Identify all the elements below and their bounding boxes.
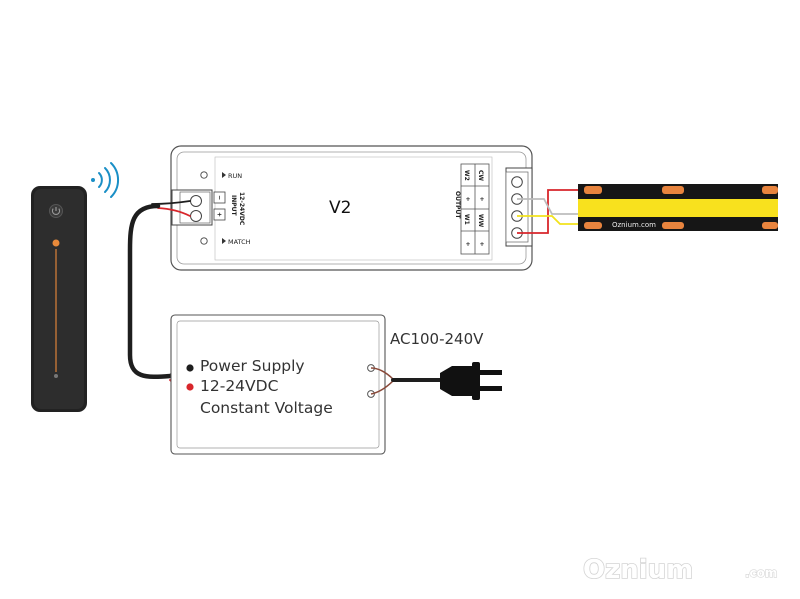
channel-plus-2: +	[479, 196, 484, 203]
input-minus-label: −	[216, 195, 223, 200]
watermark-suffix: .com	[745, 566, 777, 580]
input-screw-icon	[190, 210, 202, 222]
run-label: RUN	[228, 172, 242, 180]
slider-knob-icon	[52, 239, 60, 247]
controller-model: V2	[329, 198, 351, 218]
channel-label-cw: CW	[477, 170, 484, 181]
match-indicator-icon	[222, 238, 226, 244]
input-label: INPUT	[230, 195, 237, 217]
psu-line-2: 12-24VDC	[200, 377, 278, 395]
ac-plug-icon	[370, 362, 502, 400]
psu-positive-terminal-icon	[186, 383, 194, 391]
watermark-main: Oznium	[583, 555, 693, 585]
controller-box: RUN MATCH V2 − + INPUT 12-24VDC OUTPUT W…	[170, 145, 533, 271]
channel-label-w2: W2	[463, 170, 470, 181]
output-wires	[517, 189, 582, 234]
input-voltage-label: 12-24VDC	[238, 192, 245, 226]
wireless-signal-icon	[91, 162, 120, 198]
led-strip-phosphor	[578, 199, 778, 217]
ac-voltage-label: AC100-240V	[390, 330, 484, 348]
watermark-logo: Oznium .com	[582, 554, 778, 586]
match-button-label[interactable]: MATCH	[228, 238, 251, 246]
input-plus-label: +	[216, 212, 223, 217]
remote-control	[31, 186, 87, 412]
channel-plus-4: +	[479, 241, 484, 248]
channel-plus-1: +	[465, 196, 470, 203]
output-label: OUTPUT	[454, 191, 461, 219]
led-strip: Oznium.com	[578, 184, 778, 231]
run-indicator-icon	[222, 172, 226, 178]
strip-brand: Oznium.com	[612, 221, 656, 229]
output-screw-icon	[511, 176, 523, 188]
channel-plus-3: +	[465, 241, 470, 248]
channel-label-w1: W1	[463, 214, 470, 225]
channel-label-ww: WW	[477, 214, 484, 228]
input-screw-icon	[190, 195, 202, 207]
psu-line-3: Constant Voltage	[200, 399, 333, 417]
psu-negative-terminal-icon	[186, 364, 194, 372]
power-supply: Power Supply 12-24VDC Constant Voltage	[170, 314, 386, 455]
psu-line-1: Power Supply	[200, 357, 305, 375]
